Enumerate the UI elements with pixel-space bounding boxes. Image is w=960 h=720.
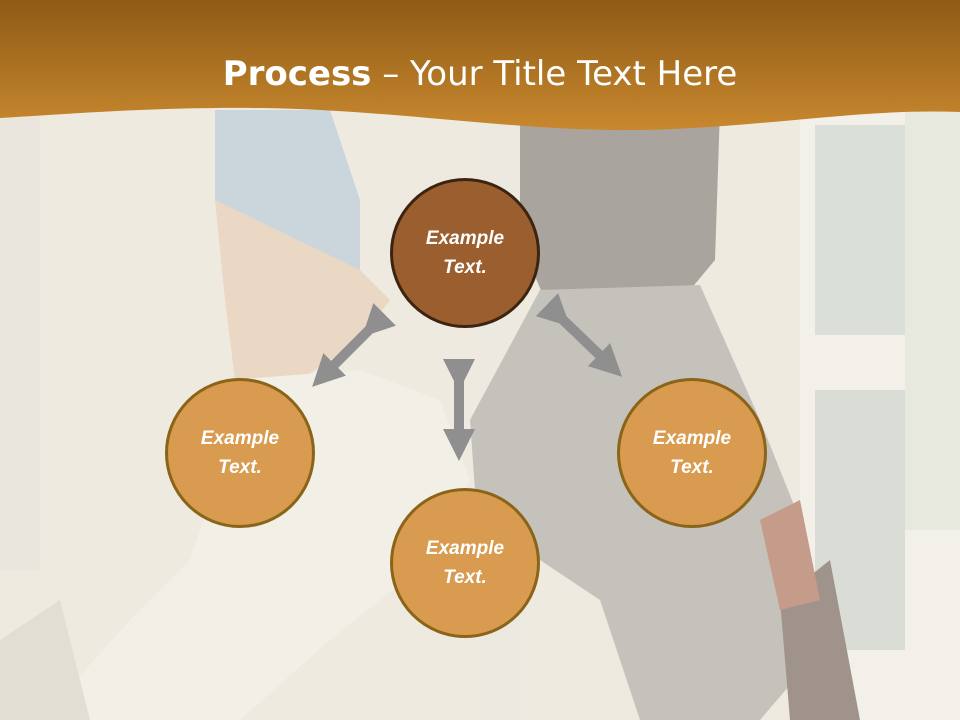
title-bold: Process [222, 54, 372, 94]
node-bottom-line2: Text. [443, 567, 487, 588]
node-right-line1: Example [652, 428, 732, 449]
node-top: Example Text. [390, 178, 540, 328]
node-bottom: Example Text. [390, 488, 540, 638]
slide-title: Process – Your Title Text Here [0, 52, 960, 96]
arrow-top-right [535, 292, 623, 377]
arrow-top-left [312, 302, 397, 387]
node-left-line1: Example [200, 428, 280, 449]
node-bottom-text: Example Text. [410, 534, 520, 592]
node-top-text: Example Text. [410, 224, 520, 282]
node-left-text: Example Text. [185, 424, 295, 482]
node-right: Example Text. [617, 378, 767, 528]
node-left-line2: Text. [218, 457, 262, 478]
node-right-line2: Text. [670, 457, 714, 478]
header-band [0, 0, 960, 131]
node-left: Example Text. [165, 378, 315, 528]
node-top-line2: Text. [443, 257, 487, 278]
node-right-text: Example Text. [637, 424, 747, 482]
title-rest: – Your Title Text Here [371, 54, 738, 94]
node-bottom-line1: Example [425, 538, 505, 559]
node-top-line1: Example [425, 228, 505, 249]
